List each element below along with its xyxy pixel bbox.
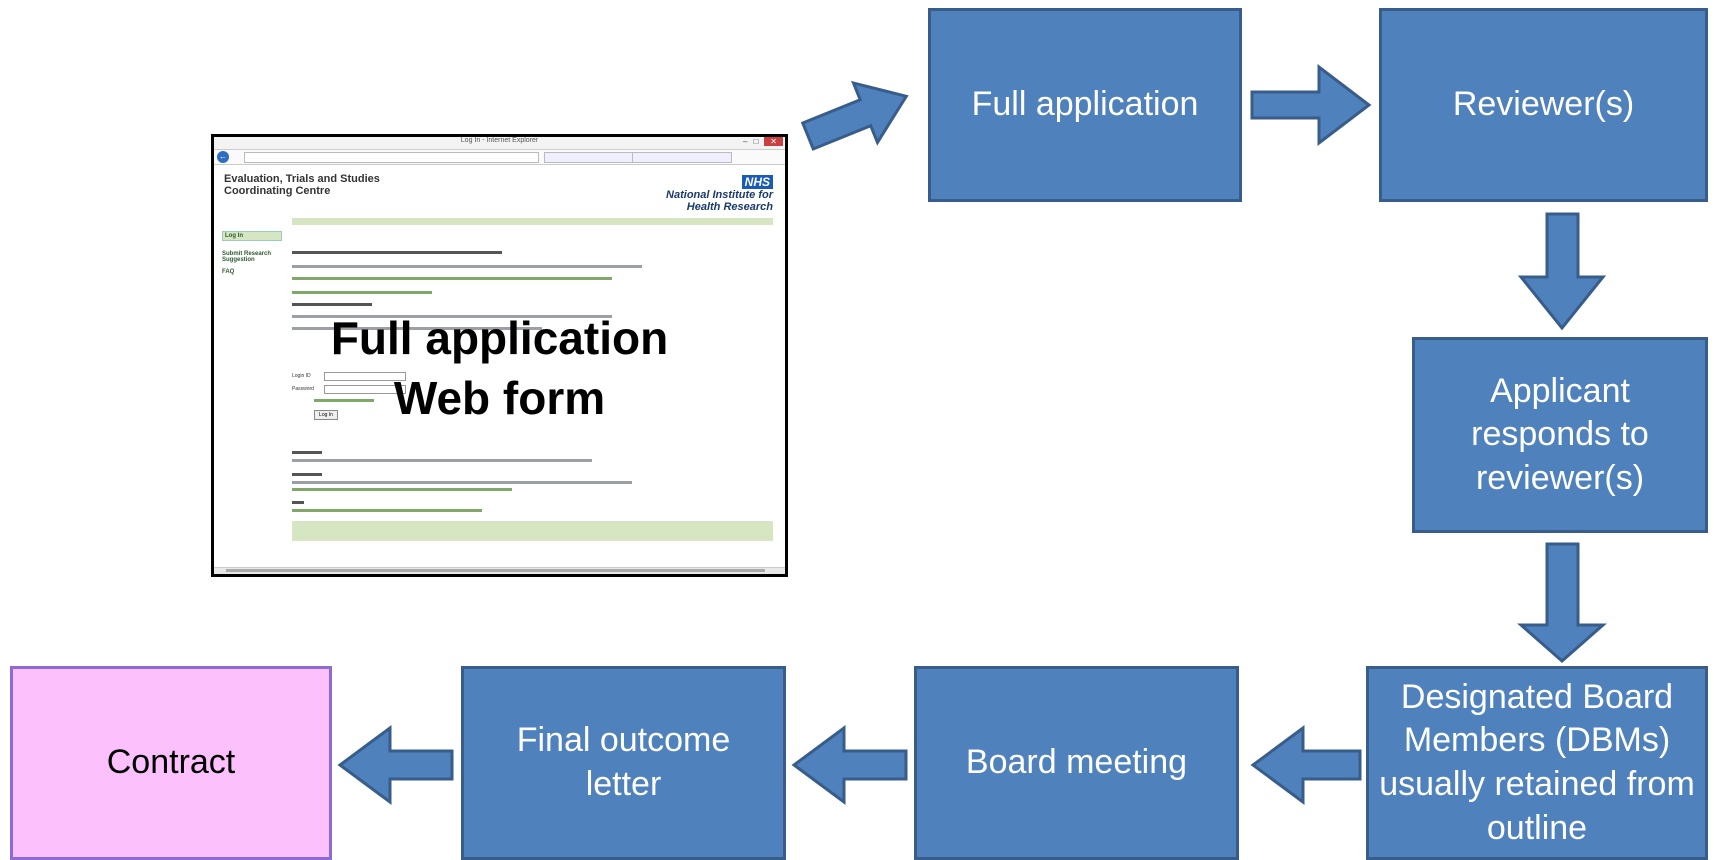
side-nav-login: Log In (222, 231, 282, 241)
window-controls: – □ ✕ (743, 137, 783, 146)
reviewers-box: Reviewer(s) (1379, 8, 1708, 202)
nihr-logo-text: National Institute for Health Research (666, 189, 773, 213)
reviewers-label: Reviewer(s) (1452, 85, 1635, 124)
final-outcome-label: Final outcome letter (516, 721, 731, 803)
side-nav-faq: FAQ (222, 269, 235, 275)
text-line (292, 315, 612, 318)
text-line (292, 327, 542, 330)
text-line (292, 265, 642, 268)
page-title-bar (292, 218, 773, 225)
overlay-line1: Full application (330, 312, 669, 364)
arrow-reviewers-to-applicant (1517, 212, 1607, 331)
text-line (292, 509, 482, 512)
arrow-applicant-to-dbm (1517, 542, 1607, 663)
text-line (292, 277, 612, 280)
text-line (292, 501, 304, 504)
text-line (292, 291, 432, 294)
back-icon: ← (217, 151, 229, 163)
dbm-box: Designated Board Members (DBMs) usually … (1366, 666, 1708, 860)
text-line (292, 451, 322, 454)
browser-url-field (244, 152, 539, 163)
browser-tab (632, 152, 732, 163)
login-id-field (324, 372, 406, 381)
minimize-icon: – (743, 137, 748, 146)
final-outcome-box: Final outcome letter (461, 666, 786, 860)
login-id-label: Login ID (292, 373, 311, 379)
browser-address-bar: ← (214, 150, 785, 165)
dbm-label: Designated Board Members (DBMs) usually … (1379, 677, 1695, 847)
full-application-box: Full application (928, 8, 1242, 202)
web-form-overlay-title: Full application Web form (214, 308, 785, 428)
arrow-final-outcome-to-contract (337, 725, 454, 805)
site-header: Evaluation, Trials and Studies Coordinat… (224, 173, 380, 197)
nhs-logo: NHS (741, 175, 773, 189)
overlay-line2: Web form (393, 372, 606, 424)
password-field (324, 385, 406, 394)
applicant-responds-label: Applicant responds to reviewer(s) (1471, 371, 1649, 497)
web-form-screenshot: Log In - Internet Explorer – □ ✕ ← Evalu… (211, 134, 788, 577)
browser-titlebar: Log In - Internet Explorer – □ ✕ (214, 137, 785, 150)
arrow-dbm-to-board-meeting (1250, 725, 1362, 805)
horizontal-scrollbar (214, 567, 785, 574)
board-meeting-label: Board meeting (965, 743, 1188, 782)
text-line (292, 488, 512, 491)
browser-tab (544, 152, 634, 163)
close-icon: ✕ (764, 137, 783, 146)
page-footer (292, 521, 773, 541)
site-header-line2: Coordinating Centre (224, 185, 331, 197)
text-line (292, 473, 322, 476)
nihr-line2: Health Research (686, 201, 773, 213)
maximize-icon: □ (753, 137, 759, 146)
arrow-full-application-to-reviewers (1250, 63, 1372, 147)
contract-label: Contract (106, 743, 236, 782)
board-meeting-box: Board meeting (914, 666, 1239, 860)
side-nav: Log In Submit Research Suggestion FAQ (222, 231, 282, 281)
text-line (292, 459, 592, 462)
login-button: Log In (314, 410, 338, 420)
arrow-board-meeting-to-final-outcome (791, 725, 908, 805)
applicant-responds-box: Applicant responds to reviewer(s) (1412, 337, 1708, 533)
text-line (292, 251, 502, 254)
text-line (292, 481, 632, 484)
password-label: Password (292, 386, 314, 392)
text-line (314, 399, 374, 402)
text-line (292, 303, 372, 306)
full-application-label: Full application (971, 85, 1199, 124)
browser-window-title: Log In - Internet Explorer (460, 137, 539, 144)
site-header-line1: Evaluation, Trials and Studies (224, 173, 380, 185)
side-nav-submit: Submit Research Suggestion (222, 251, 272, 263)
nihr-line1: National Institute for (666, 189, 773, 201)
contract-box: Contract (10, 666, 332, 860)
arrow-screenshot-to-full-application (800, 80, 909, 151)
